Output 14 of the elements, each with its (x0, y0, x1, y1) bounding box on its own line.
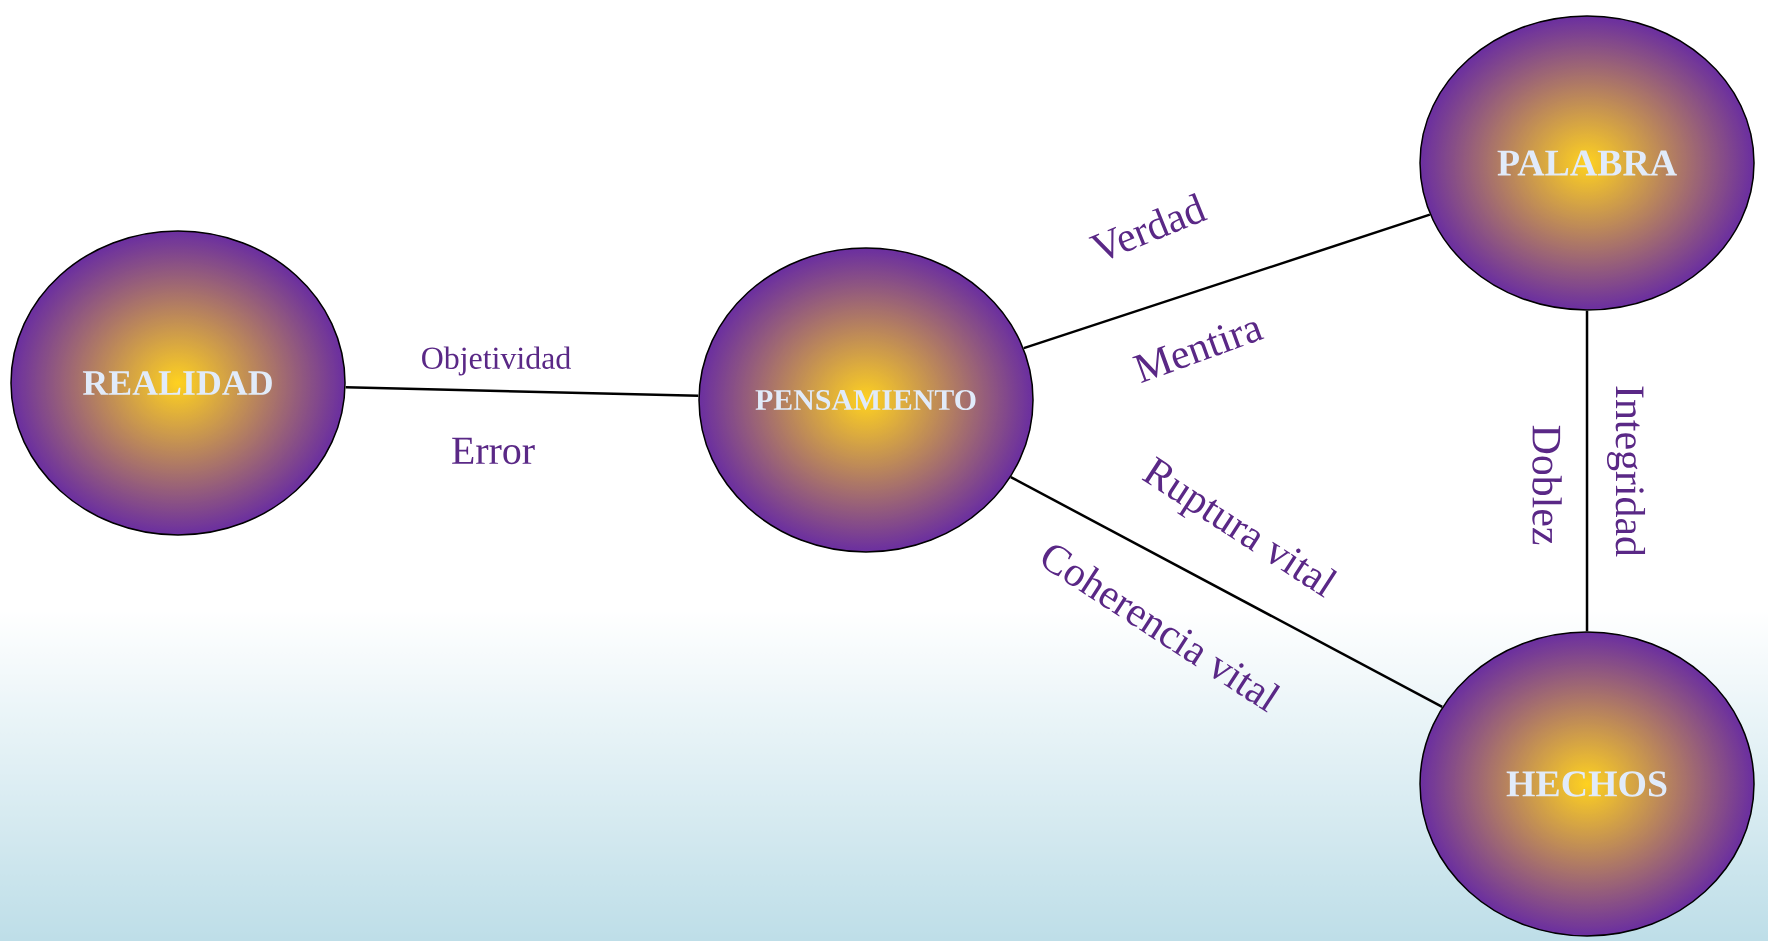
relation-label: Error (452, 437, 535, 465)
relation-label: Doblez (1532, 425, 1562, 545)
relation-label: Mentira (1132, 322, 1265, 384)
edge-label: Objetividad (422, 346, 571, 376)
connector-line (1023, 213, 1431, 350)
ellipse-node: PALABRA (1419, 15, 1755, 311)
ellipse-node: REALIDAD (10, 230, 346, 536)
connector-line (345, 385, 699, 398)
connector-line (1010, 476, 1443, 708)
ellipse-node: PENSAMIENTO (698, 247, 1034, 553)
connector-line (1585, 310, 1589, 632)
edge-label: Verdad (1088, 193, 1208, 259)
ellipse-node: HECHOS (1419, 631, 1755, 937)
edge-label: Integridad (1607, 386, 1646, 557)
